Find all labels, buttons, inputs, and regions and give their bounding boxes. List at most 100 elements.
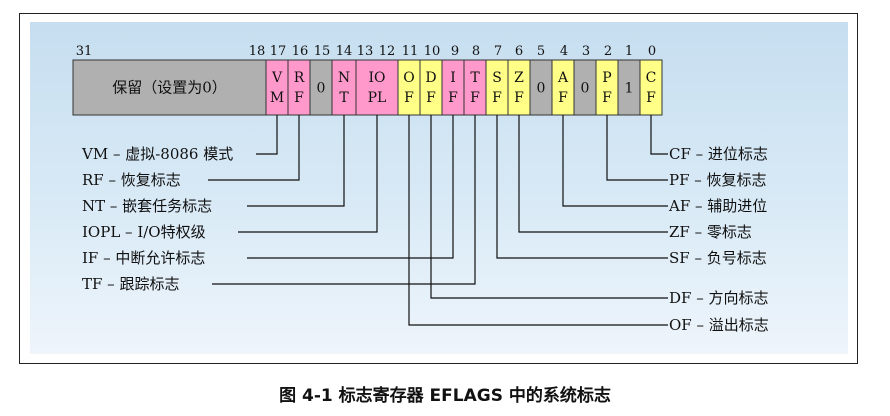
label-sf: SF – 负号标志 <box>669 249 767 267</box>
label-af: AF – 辅助进位 <box>668 197 767 215</box>
right-flag-labels: CF – 进位标志 PF – 恢复标志 AF – 辅助进位 ZF – 零标志 SF – … <box>668 145 769 334</box>
label-rf: RF – 恢复标志 <box>82 171 181 189</box>
leader-rf <box>208 115 300 181</box>
bit-number: 8 <box>472 44 480 59</box>
bit-number: 15 <box>314 44 331 59</box>
bit-number: 3 <box>582 44 590 59</box>
cell-reserved-high-box <box>72 59 267 116</box>
leader-if <box>247 115 454 259</box>
leader-sf <box>496 115 668 259</box>
bit-number: 31 <box>76 44 93 59</box>
cell-if: IF <box>441 59 465 116</box>
cell-rf-line: R <box>294 70 305 86</box>
label-of: OF – 溢出标志 <box>669 316 769 334</box>
cell-of-line: O <box>403 70 414 86</box>
bit-number: 1 <box>625 44 633 59</box>
cell-nt-box <box>331 59 357 116</box>
cell-rf: RF <box>287 59 311 116</box>
bit-number: 12 <box>379 44 396 59</box>
leader-nt <box>247 115 345 207</box>
cell-df-box <box>419 59 443 116</box>
leader-of <box>408 115 668 326</box>
bit-number: 17 <box>270 44 287 59</box>
bit-number: 9 <box>451 44 459 59</box>
label-vm: VM – 虚拟-8086 模式 <box>81 145 233 163</box>
figure-caption: 图 4-1 标志寄存器 EFLAGS 中的系统标志 <box>279 386 611 406</box>
cell-zf-line: Z <box>514 70 524 86</box>
cell-pf-line: P <box>602 70 611 86</box>
cell-of-box <box>397 59 421 116</box>
label-cf: CF – 进位标志 <box>669 145 768 163</box>
cell-tf: TF <box>463 59 487 116</box>
cell-zf-box <box>507 59 531 116</box>
cell-nt-line: N <box>338 70 350 86</box>
cell-sf-line: F <box>492 90 502 106</box>
cell-iopl-box <box>355 59 399 116</box>
bit-number: 18 <box>249 44 266 59</box>
cell-bit15-label: 0 <box>317 81 326 97</box>
cell-rf-box <box>287 59 311 116</box>
cell-of-line: F <box>404 90 414 106</box>
cell-df-line: D <box>425 70 436 86</box>
bit-number: 0 <box>648 44 656 59</box>
cell-vm-line: V <box>271 70 283 86</box>
cell-tf-line: T <box>470 70 480 86</box>
cell-iopl-line: PL <box>368 90 387 106</box>
leader-lines <box>208 115 668 326</box>
cell-iopl-line: IO <box>368 70 385 86</box>
cell-bit5: 0 <box>529 59 553 116</box>
bit-number: 13 <box>357 44 374 59</box>
label-nt: NT – 嵌套任务标志 <box>82 197 212 215</box>
leader-vm <box>256 115 278 155</box>
bit-number: 7 <box>494 44 502 59</box>
leader-tf <box>212 115 476 285</box>
cell-cf-box <box>639 59 663 116</box>
cell-bit15: 0 <box>309 59 333 116</box>
left-flag-labels: VM – 虚拟-8086 模式 RF – 恢复标志 NT – 嵌套任务标志 IOPL … <box>81 145 233 293</box>
cell-pf-box <box>595 59 619 116</box>
cell-bit1: 1 <box>617 59 641 116</box>
cell-pf-line: F <box>602 90 612 106</box>
label-df: DF – 方向标志 <box>669 289 768 307</box>
cell-vm: VM <box>265 59 289 116</box>
cell-cf-line: F <box>646 90 656 106</box>
bit-number: 16 <box>292 44 309 59</box>
label-iopl: IOPL – I/O特权级 <box>82 223 206 241</box>
leader-pf <box>606 115 668 181</box>
cell-sf-box <box>485 59 509 116</box>
cell-df-line: F <box>426 90 436 106</box>
cell-cf: CF <box>639 59 663 116</box>
cell-vm-box <box>265 59 289 116</box>
cell-zf-line: F <box>514 90 524 106</box>
cell-nt: NT <box>331 59 357 116</box>
cell-tf-box <box>463 59 487 116</box>
cell-af-line: A <box>557 70 569 86</box>
cell-df: DF <box>419 59 443 116</box>
cell-vm-line: M <box>270 90 284 106</box>
leader-af <box>562 115 668 207</box>
cell-bit3-label: 0 <box>581 81 590 97</box>
cell-rf-line: F <box>294 90 304 106</box>
cell-zf: ZF <box>507 59 531 116</box>
cell-iopl: IO PL <box>355 59 399 116</box>
label-tf: TF – 跟踪标志 <box>82 275 179 293</box>
bit-number: 6 <box>515 44 523 59</box>
cell-af-line: F <box>558 90 568 106</box>
cell-tf-line: F <box>470 90 480 106</box>
label-pf: PF – 恢复标志 <box>669 171 767 189</box>
cell-pf: PF <box>595 59 619 116</box>
bit-number: 2 <box>604 44 612 59</box>
cell-if-line: I <box>450 70 456 86</box>
bit-number: 14 <box>336 44 353 59</box>
leader-iopl <box>238 115 378 233</box>
label-zf: ZF – 零标志 <box>669 223 752 241</box>
cell-sf-line: S <box>492 70 502 86</box>
label-if: IF – 中断允许标志 <box>82 249 205 267</box>
cell-af: AF <box>551 59 575 116</box>
cell-if-line: F <box>448 90 458 106</box>
bit-number: 5 <box>537 44 545 59</box>
cell-af-box <box>551 59 575 116</box>
